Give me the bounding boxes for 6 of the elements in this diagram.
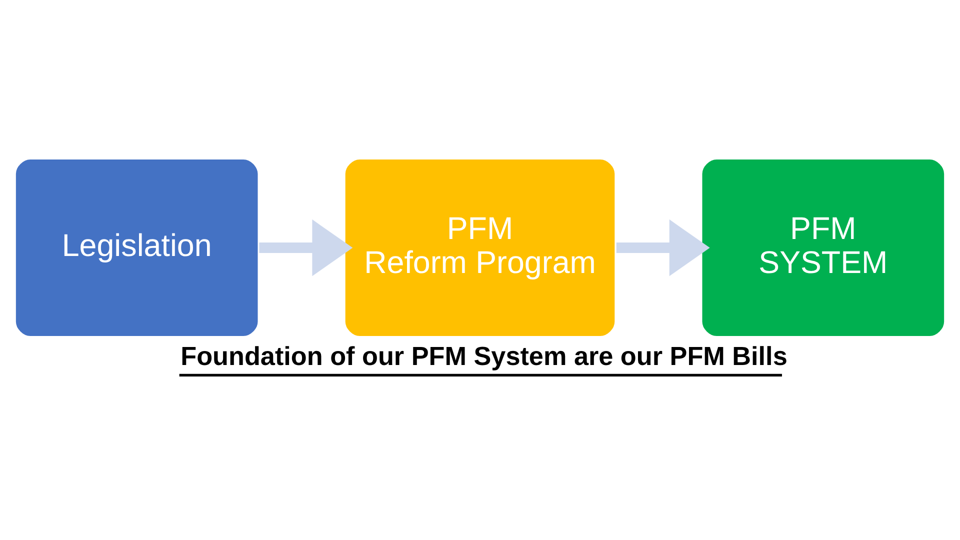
node-box: Legislation (13, 156, 260, 339)
arrow (259, 219, 353, 276)
caption: Foundation of our PFM System are our PFM Bills (180, 340, 788, 371)
arrow (616, 219, 710, 276)
node-box: PFM SYSTEM (700, 156, 947, 339)
node-box: PFM Reform Program (342, 156, 618, 339)
